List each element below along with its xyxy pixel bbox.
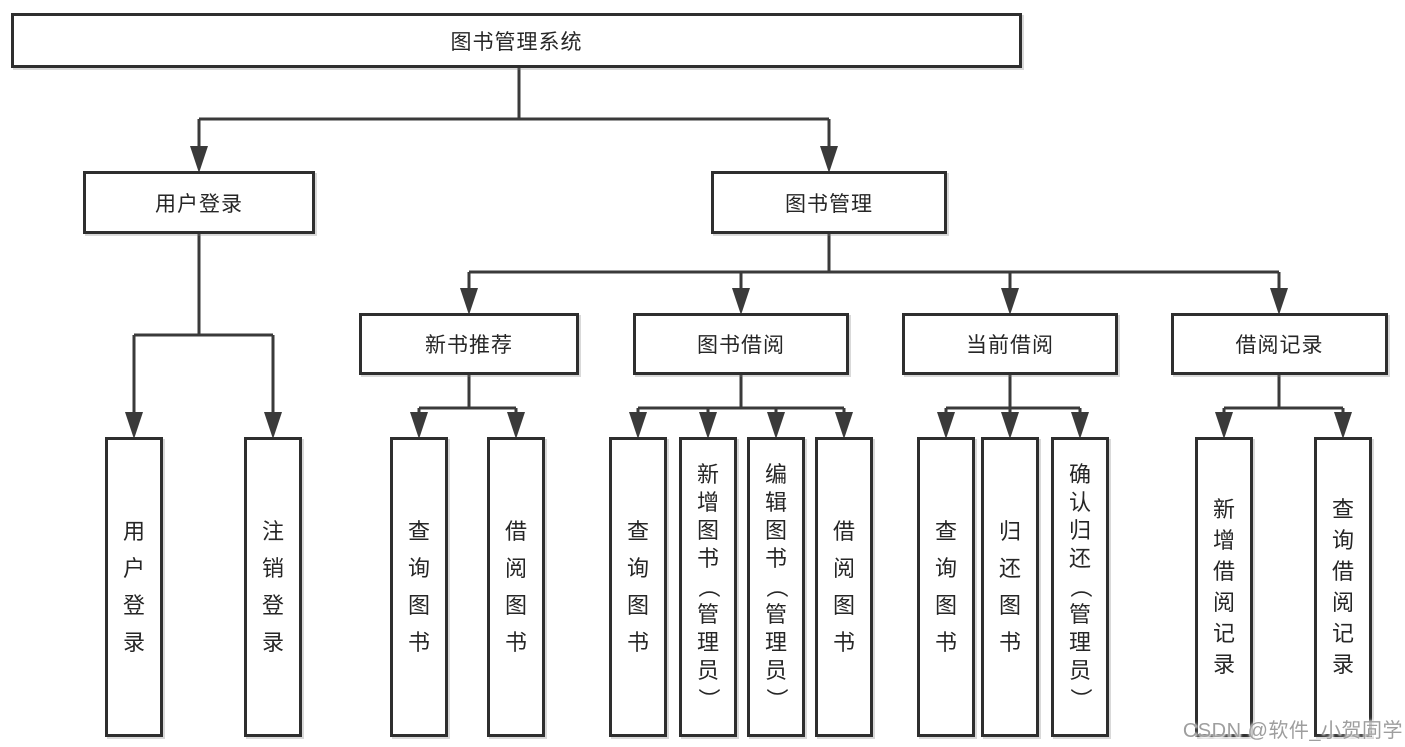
arrow-down-icon [767, 412, 785, 439]
leaf-label: 确认归还（管理员） [1067, 462, 1093, 711]
arrow-down-icon [410, 412, 428, 439]
node-book-management-branch: 图书管理 [711, 171, 947, 234]
leaf-query-borrow-record: 查询借阅记录 [1314, 437, 1372, 737]
leaf-query-books-current: 查询图书 [917, 437, 975, 737]
node-user-login-branch: 用户登录 [83, 171, 315, 234]
leaf-add-borrow-record: 新增借阅记录 [1195, 437, 1253, 737]
leaf-borrow-books-borrowing: 借阅图书 [815, 437, 873, 737]
node-book-borrowing: 图书借阅 [633, 313, 849, 375]
arrow-down-icon [732, 288, 750, 315]
arrow-down-icon [264, 412, 282, 439]
node-label: 借阅记录 [1235, 334, 1324, 357]
arrow-down-icon [460, 288, 478, 315]
node-label: 图书管理 [785, 192, 873, 216]
leaf-query-books-borrowing: 查询图书 [609, 437, 667, 737]
leaf-label: 编辑图书（管理员） [763, 462, 789, 711]
connector-userlogin-to-leaves [132, 234, 275, 414]
leaf-label: 借阅图书 [504, 518, 527, 655]
leaf-label: 查询图书 [934, 518, 957, 655]
arrow-down-icon [699, 412, 717, 439]
arrow-down-icon [1334, 412, 1352, 439]
node-label: 当前借阅 [966, 334, 1054, 357]
node-borrow-records: 借阅记录 [1171, 313, 1388, 375]
connector-current-to-leaves [944, 375, 1082, 414]
leaf-label: 用户登录 [122, 518, 145, 655]
node-current-borrowing: 当前借阅 [902, 313, 1118, 375]
leaf-borrow-books-recommend: 借阅图书 [487, 437, 545, 737]
leaf-label: 新增图书（管理员） [695, 462, 721, 711]
leaf-edit-book-admin: 编辑图书（管理员） [747, 437, 805, 737]
arrow-down-icon [835, 412, 853, 439]
connector-root-to-level2 [197, 68, 831, 148]
leaf-add-book-admin: 新增图书（管理员） [679, 437, 737, 737]
connector-borrowing-to-leaves [636, 375, 846, 414]
leaf-label: 查询借阅记录 [1331, 496, 1354, 677]
arrow-down-icon [820, 146, 838, 173]
node-new-book-recommend: 新书推荐 [359, 313, 579, 375]
leaf-confirm-return-admin: 确认归还（管理员） [1051, 437, 1109, 737]
arrow-down-icon [125, 412, 143, 439]
node-label: 用户登录 [155, 192, 243, 216]
arrow-down-icon [1001, 412, 1019, 439]
node-label: 图书管理系统 [450, 30, 583, 54]
leaf-logout: 注销登录 [244, 437, 302, 737]
watermark: CSDN @软件_小贺同学 [1182, 720, 1403, 742]
arrow-down-icon [629, 412, 647, 439]
arrow-down-icon [1001, 288, 1019, 315]
leaf-label: 查询图书 [626, 518, 649, 655]
arrow-down-icon [190, 146, 208, 173]
leaf-return-book: 归还图书 [981, 437, 1039, 737]
leaf-label: 借阅图书 [832, 518, 855, 655]
leaf-query-books-recommend: 查询图书 [390, 437, 448, 737]
arrowhead-icons [125, 146, 1352, 439]
leaf-label: 新增借阅记录 [1212, 496, 1235, 677]
arrow-down-icon [1071, 412, 1089, 439]
node-label: 图书借阅 [697, 334, 785, 357]
arrow-down-icon [1215, 412, 1233, 439]
leaf-label: 注销登录 [261, 518, 284, 655]
node-root: 图书管理系统 [11, 13, 1022, 68]
leaf-label: 归还图书 [998, 518, 1021, 655]
node-label: 新书推荐 [425, 334, 513, 357]
arrow-down-icon [937, 412, 955, 439]
connector-records-to-leaves [1222, 375, 1345, 414]
connector-newbook-to-leaves [417, 375, 518, 414]
leaf-label: 查询图书 [407, 518, 430, 655]
arrow-down-icon [1270, 288, 1288, 315]
connector-bookmgmt-to-level3 [467, 234, 1281, 290]
arrow-down-icon [507, 412, 525, 439]
leaf-user-login: 用户登录 [105, 437, 163, 737]
